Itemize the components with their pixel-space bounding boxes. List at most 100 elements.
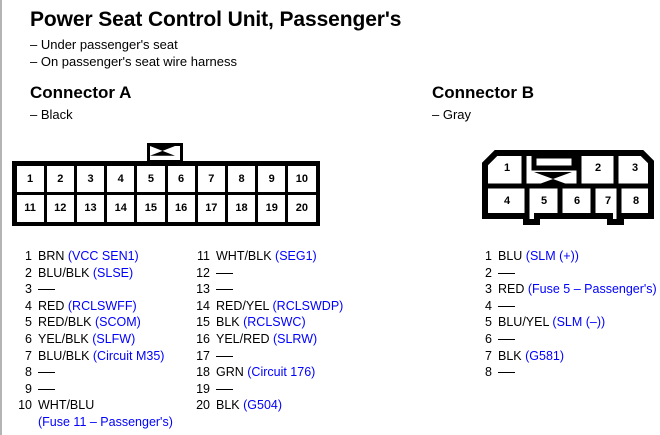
- pin-description: [498, 265, 515, 282]
- pin-description: YEL/BLK (SLFW): [38, 331, 135, 348]
- pin-description: BRN (VCC SEN1): [38, 248, 139, 265]
- connector-a-pin-number: 20: [288, 195, 316, 222]
- header-note-item: – On passenger's seat wire harness: [30, 54, 237, 69]
- signal-name: (SLM (–)): [548, 315, 606, 330]
- pin-list-row: 15 BLK (RCLSWC): [190, 314, 380, 331]
- pin-list-row: 9: [12, 381, 192, 398]
- connector-a-pin-number: 15: [137, 195, 165, 222]
- pin-number: 8: [25, 365, 32, 380]
- connector-a-pin-number: 2: [46, 165, 74, 192]
- signal-name: (VCC SEN1): [64, 249, 139, 263]
- page-title: Power Seat Control Unit, Passenger's: [30, 8, 402, 31]
- connector-a-locking-tab-icon: [147, 143, 183, 163]
- pin-description: WHT/BLK (SEG1): [216, 248, 317, 265]
- pin-description: RED/BLK (SCOM): [38, 314, 141, 331]
- connector-b-locking-tab-icon: [531, 153, 577, 186]
- connector-a-pin-number: 11: [16, 195, 44, 222]
- pin-list-row: 13: [190, 281, 380, 298]
- pin-list-row: 17: [190, 348, 380, 365]
- wire-color: BLU/BLK: [38, 265, 90, 280]
- pin-number: 3: [485, 282, 492, 297]
- pin-number: 6: [485, 331, 492, 346]
- pin-description: WHT/BLU: [38, 397, 94, 414]
- pin-list-row: 19: [190, 381, 380, 398]
- pin-description: RED/YEL (RCLSWDP): [216, 298, 343, 315]
- connector-a-pin-number: 14: [107, 195, 135, 222]
- empty-pin-dash-icon: [216, 289, 233, 291]
- pin-number: 8: [485, 365, 492, 380]
- pin-description: BLK (G581): [498, 348, 564, 365]
- empty-pin-dash-icon: [38, 289, 55, 291]
- pin-number: 10: [18, 398, 32, 413]
- wire-color: BLK: [216, 315, 240, 330]
- empty-pin-dash-icon: [216, 388, 233, 390]
- empty-pin-dash-icon: [216, 272, 233, 274]
- pin-list-row: 2: [472, 265, 657, 282]
- pin-description: RED (Fuse 5 – Passenger's): [498, 281, 657, 298]
- pin-number: 15: [196, 315, 210, 330]
- pin-number: 19: [196, 381, 210, 396]
- connector-a-pin-number: 6: [167, 165, 195, 192]
- pin-description: BLU/BLK (Circuit M35): [38, 348, 164, 365]
- bowtie-icon: [150, 146, 175, 156]
- pin-list-row: 14 RED/YEL (RCLSWDP): [190, 298, 380, 315]
- empty-pin-dash-icon: [498, 372, 515, 374]
- connector-b-diagram: 1 2 3 4 5 6 7 8: [482, 150, 654, 230]
- pin-number: 4: [485, 298, 492, 313]
- pin-number: 14: [196, 298, 210, 313]
- pin-description: [216, 281, 233, 298]
- pin-description: BLK (G504): [216, 397, 282, 414]
- header-notes: – Under passenger's seat – On passenger'…: [30, 36, 237, 70]
- pin-number: 9: [25, 381, 32, 396]
- pin-number: 1: [25, 249, 32, 263]
- pin-list-row: 4: [472, 298, 657, 315]
- signal-name: (Circuit M35): [89, 348, 165, 363]
- connector-a-pin-number: 12: [46, 195, 74, 222]
- connector-a-heading: Connector A: [30, 83, 132, 102]
- pin-number: 5: [485, 315, 492, 330]
- pin-number: 2: [485, 265, 492, 280]
- pin-number: 6: [25, 331, 32, 346]
- connector-a-pin-number: 3: [76, 165, 105, 192]
- pin-list-row: 3: [12, 281, 192, 298]
- pin-number: 2: [25, 265, 32, 280]
- connector-b-outline: [482, 150, 654, 225]
- signal-name: (SEG1): [271, 249, 317, 263]
- connector-a-pin-number: 4: [107, 165, 135, 192]
- signal-name: (RCLSWC): [239, 315, 306, 330]
- wire-color: YEL/RED: [216, 331, 270, 346]
- connector-a-color-note: – Black: [30, 107, 73, 122]
- connector-b-pin-number: 1: [503, 162, 511, 174]
- connector-a-pin-number: 18: [227, 195, 256, 222]
- pin-number: 1: [485, 249, 492, 263]
- pin-list-row: 8: [12, 364, 192, 381]
- connector-a-pin-number: 19: [258, 195, 286, 222]
- empty-pin-dash-icon: [216, 355, 233, 357]
- empty-pin-dash-icon: [38, 372, 55, 374]
- pin-description: [498, 298, 515, 315]
- pin-description: [216, 265, 233, 282]
- connector-b-pin-number: 7: [604, 195, 612, 207]
- wire-color: BLK: [216, 398, 240, 413]
- empty-pin-dash-icon: [498, 338, 515, 340]
- wire-color: RED: [38, 298, 65, 313]
- wire-color: BRN: [38, 249, 65, 263]
- pin-number: 17: [196, 348, 210, 363]
- pin-description: GRN (Circuit 176): [216, 364, 315, 381]
- pin-description: [498, 364, 515, 381]
- pin-list-row: 3 RED (Fuse 5 – Passenger's): [472, 281, 657, 298]
- pin-number: 5: [25, 315, 32, 330]
- signal-name: (G581): [521, 348, 565, 363]
- connector-a-pin-number: 16: [167, 195, 195, 222]
- connector-a-pin-number: 1: [16, 165, 44, 192]
- pin-number: 16: [196, 331, 210, 346]
